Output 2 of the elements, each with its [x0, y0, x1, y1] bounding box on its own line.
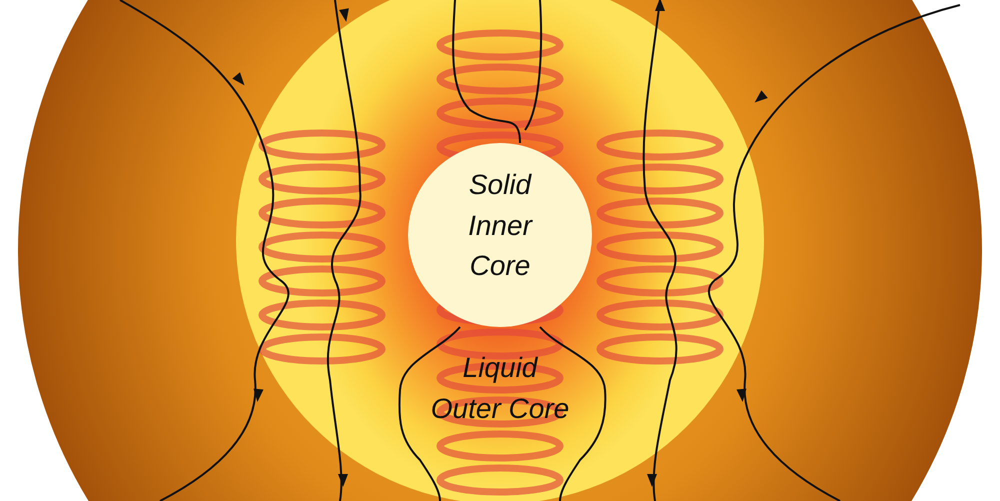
inner-core-label: Solid Inner Core [467, 168, 534, 284]
outer-core-label: Liquid Outer Core [430, 351, 570, 426]
